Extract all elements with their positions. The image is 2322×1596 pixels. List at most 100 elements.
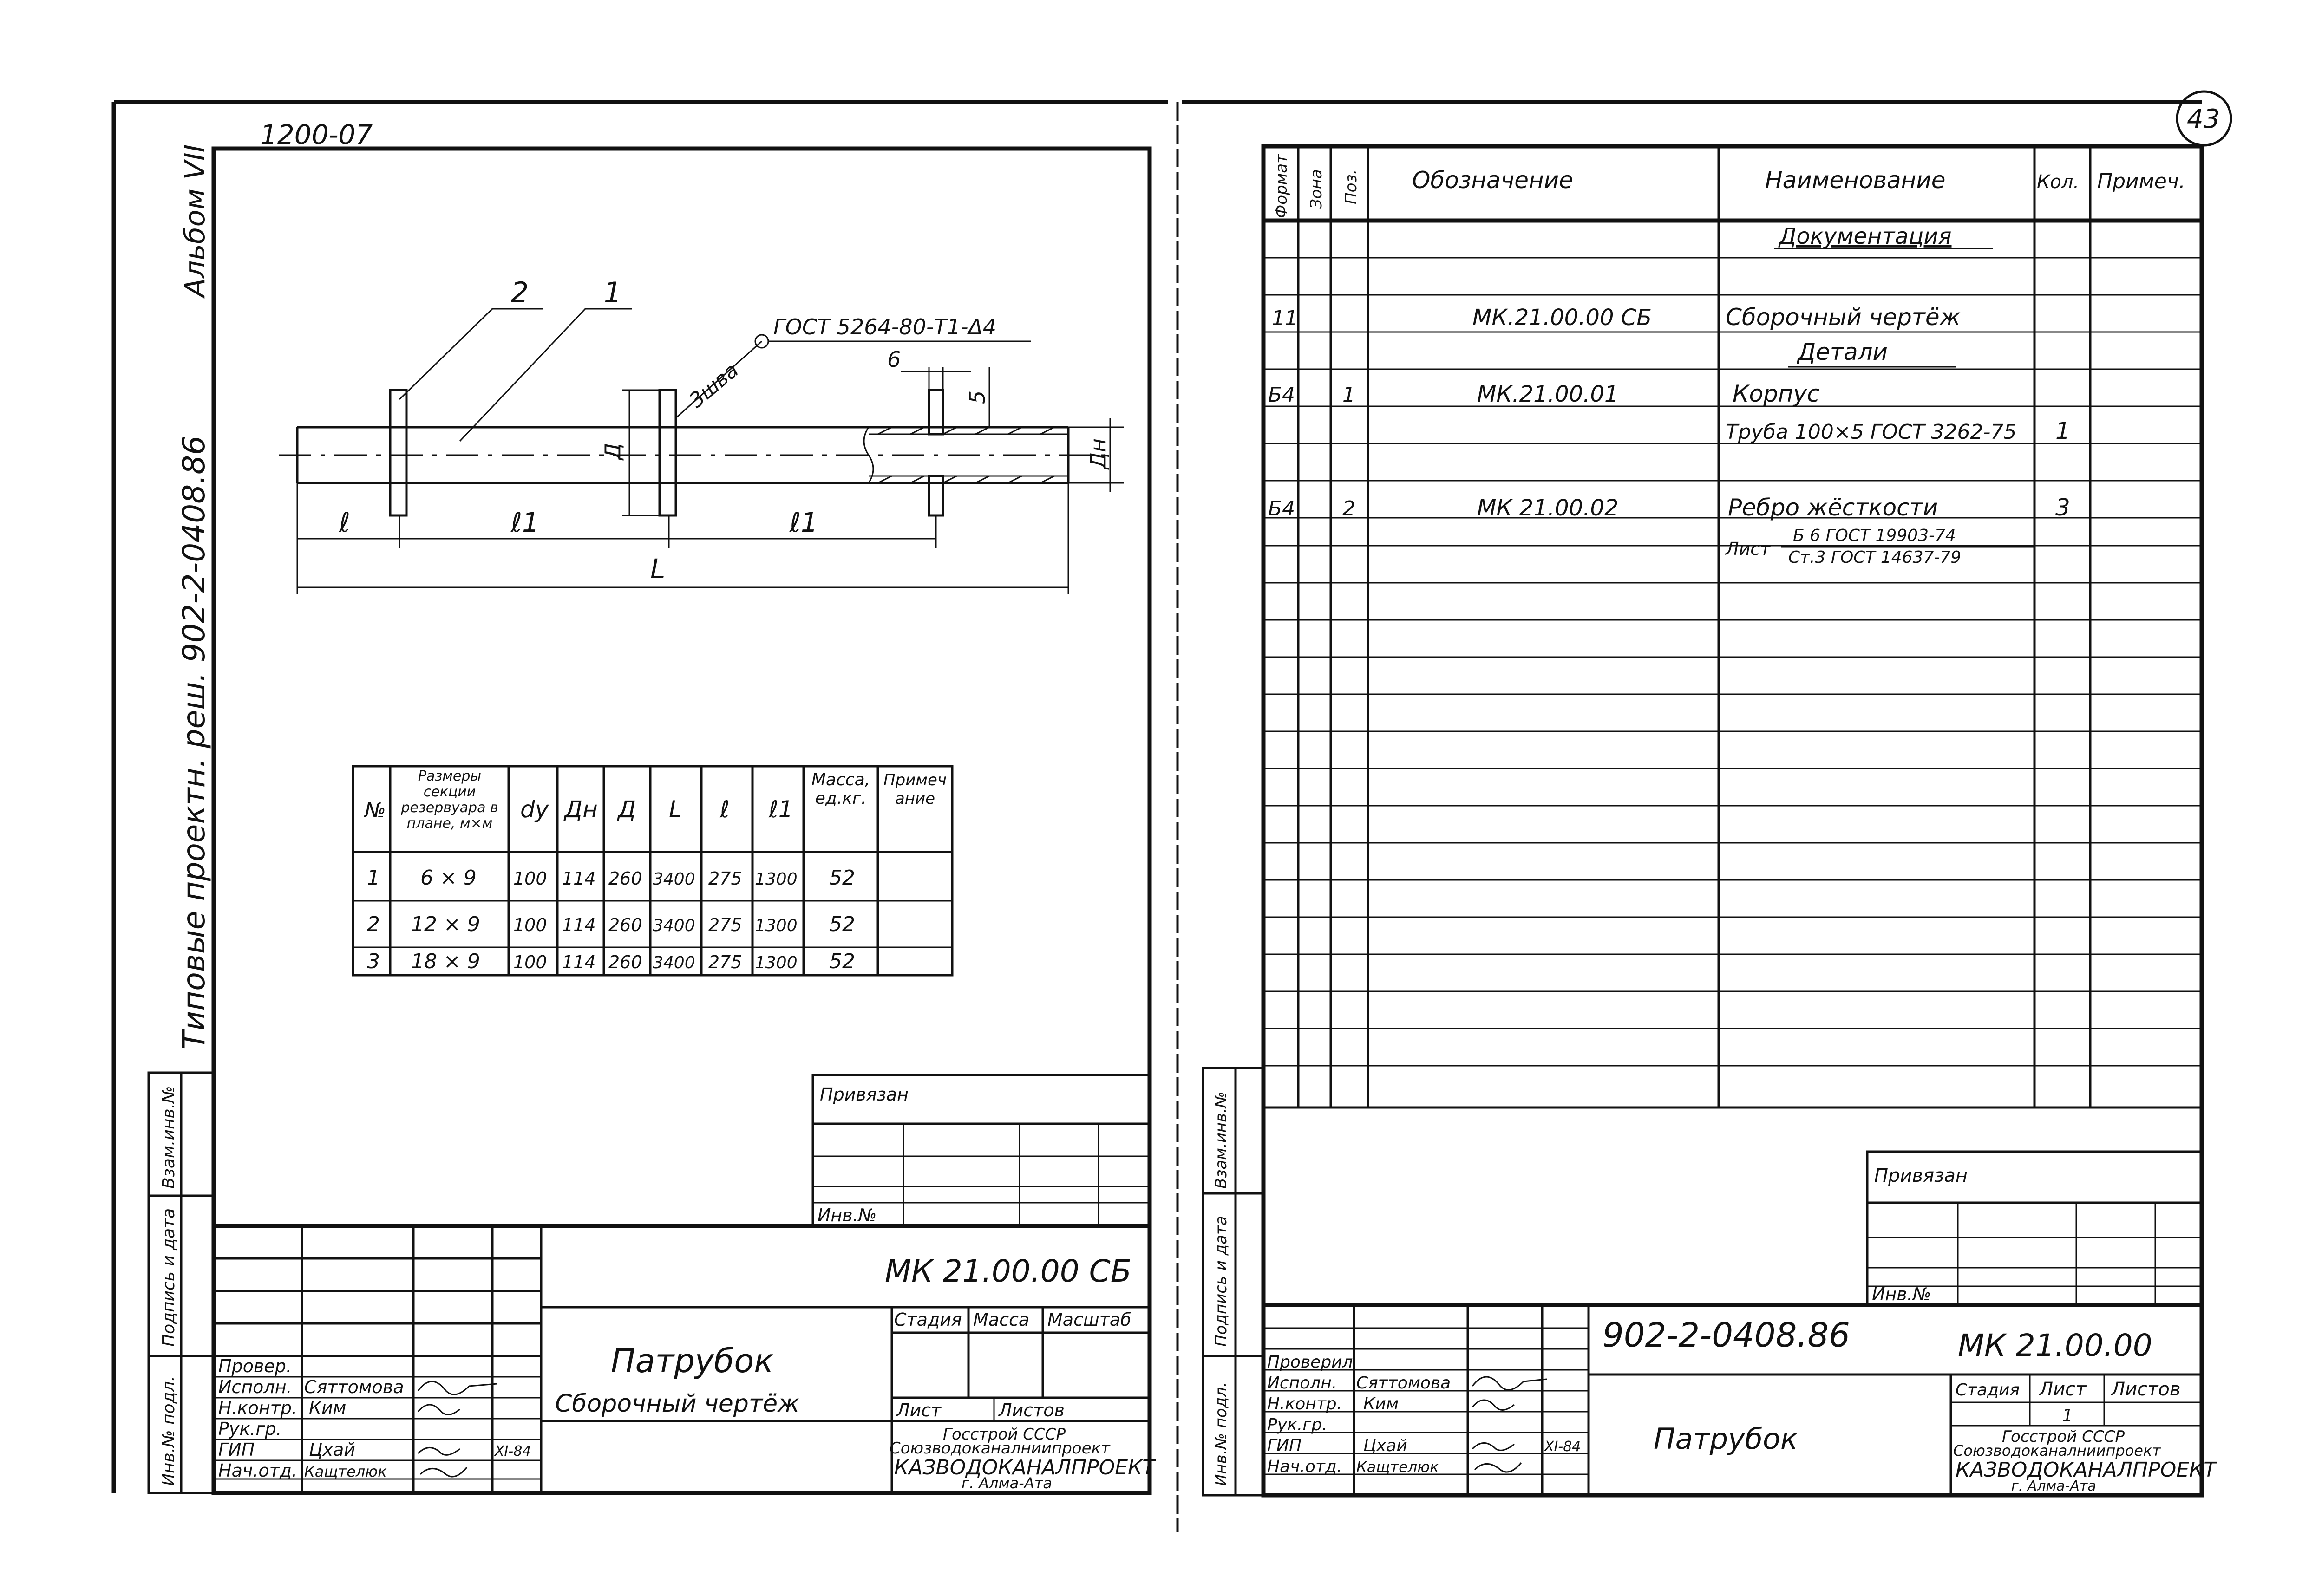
cell: 100 bbox=[513, 868, 547, 889]
doc-code: МК 21.00.00 bbox=[1958, 1328, 2152, 1363]
org-4: г. Алма-Ата bbox=[2011, 1478, 2096, 1494]
date: XI-84 bbox=[1544, 1439, 1581, 1455]
title-block-left: МК 21.00.00 СБ Патрубок Сборочный чертёж… bbox=[211, 1224, 1156, 1495]
spec-format: Б4 bbox=[1268, 497, 1295, 521]
signature-1 bbox=[417, 1381, 497, 1395]
cell: 260 bbox=[608, 952, 642, 972]
side-label-inv: Инв.№ подл. bbox=[159, 1376, 178, 1486]
role: Нач.отд. bbox=[218, 1460, 297, 1481]
org-3: КАЗВОДОКАНАЛПРОЕКТ bbox=[894, 1456, 1156, 1479]
role: Исполн. bbox=[1267, 1374, 1337, 1393]
dim-D: Д bbox=[600, 443, 625, 461]
dim-5: 5 bbox=[965, 391, 990, 404]
stage-label: Стадия bbox=[894, 1309, 962, 1330]
spec-name: Корпус bbox=[1733, 380, 1820, 407]
rib-plate-1 bbox=[389, 389, 408, 517]
callout-2: 2 bbox=[511, 276, 529, 309]
spec-name: Ребро жёсткости bbox=[1728, 494, 1938, 521]
th-name: Наименование bbox=[1765, 167, 1946, 194]
th-mass: Масса, ед.кг. bbox=[811, 771, 870, 808]
sheets-label: Листов bbox=[998, 1400, 1065, 1420]
cell: 260 bbox=[608, 868, 642, 889]
cell: 3400 bbox=[653, 953, 695, 972]
sheet-label: Лист bbox=[2038, 1379, 2087, 1400]
spec-section-doc: Документация bbox=[1778, 223, 1952, 249]
spec-section-parts: Детали bbox=[1797, 339, 1888, 365]
cell: 100 bbox=[513, 915, 547, 935]
spec-name: Труба 100×5 ГОСТ 3262-75 bbox=[1726, 420, 2016, 444]
th-no: № bbox=[363, 799, 386, 822]
signature-4 bbox=[1474, 1462, 1522, 1473]
left-sheet: 1200-07 Альбом VII Типовые проектн. реш.… bbox=[111, 100, 1168, 1495]
side-label-sign: Подпись и дата bbox=[1212, 1216, 1230, 1347]
side-label-inv: Инв.№ подл. bbox=[1212, 1382, 1230, 1486]
cell: 3400 bbox=[653, 870, 695, 889]
th-pos: Поз. bbox=[1342, 169, 1360, 204]
spec-format: 11 bbox=[1272, 306, 1298, 330]
name: Кащтелюк bbox=[1356, 1458, 1439, 1476]
part-name: Патрубок bbox=[1654, 1422, 1798, 1456]
dim-6: 6 bbox=[887, 347, 901, 372]
th-d: Д bbox=[617, 796, 636, 823]
side-label-replace: Взам.инв.№ bbox=[159, 1086, 178, 1189]
cell: 114 bbox=[562, 868, 596, 889]
th-zone: Зона bbox=[1307, 169, 1326, 209]
cell: 1300 bbox=[755, 870, 798, 889]
date: XI-84 bbox=[494, 1443, 531, 1459]
role: Н.контр. bbox=[1267, 1394, 1342, 1414]
dim-L: L bbox=[650, 553, 665, 585]
cell: 1300 bbox=[755, 916, 798, 935]
plate-spec-prefix: Лист bbox=[1725, 539, 1771, 559]
cell: 260 bbox=[608, 915, 642, 935]
page-number: 43 bbox=[2187, 104, 2220, 134]
dim-l1-b: ℓ1 bbox=[789, 507, 818, 538]
role: ГИП bbox=[218, 1440, 255, 1460]
org-1: Госстрой СССР bbox=[943, 1425, 1066, 1444]
mass-label: Масса bbox=[973, 1309, 1029, 1330]
signature-3 bbox=[1472, 1442, 1515, 1451]
name: Сяттомова bbox=[304, 1377, 404, 1397]
signature-2 bbox=[417, 1404, 460, 1415]
spec-qty: 1 bbox=[2055, 417, 2070, 444]
sheet-value: 1 bbox=[2062, 1406, 2073, 1425]
plate-spec-bottom: Ст.3 ГОСТ 14637-79 bbox=[1788, 548, 1961, 567]
cell: 275 bbox=[708, 868, 742, 889]
spec-designation: МК 21.00.02 bbox=[1477, 495, 1619, 521]
org-3: КАЗВОДОКАНАЛПРОЕКТ bbox=[1956, 1458, 2217, 1482]
right-side-stamp: Инв.№ подл. Подпись и дата Взам.инв.№ bbox=[1202, 1067, 1265, 1497]
title-block-right: 902-2-0408.86 МК 21.00.00 Патрубок Стади… bbox=[1261, 1303, 2217, 1498]
weld-label: 3шва bbox=[685, 358, 743, 412]
cell: 2 bbox=[367, 912, 380, 936]
cell: 1300 bbox=[755, 953, 798, 972]
sheet-code: 1200-07 bbox=[260, 119, 373, 150]
role: Нач.отд. bbox=[1267, 1457, 1342, 1476]
role: Рук.гр. bbox=[218, 1419, 282, 1439]
pipe-drawing: 2 1 3шва ГОСТ 5264-80-Т1-Δ4 6 5 Д bbox=[279, 276, 1124, 594]
signature-4 bbox=[419, 1467, 468, 1478]
spec-pos: 2 bbox=[1342, 497, 1355, 521]
th-size: Размеры секции резервуара в плане, м×м bbox=[401, 769, 498, 832]
name: Цхай bbox=[1363, 1436, 1407, 1455]
spec-designation: МК.21.00.01 bbox=[1477, 381, 1619, 407]
sheets-label: Листов bbox=[2110, 1379, 2180, 1400]
right-frame bbox=[1261, 144, 2204, 1498]
inv-label: Инв.№ bbox=[818, 1205, 876, 1225]
name: Кащтелюк bbox=[304, 1463, 387, 1480]
org-4: г. Алма-Ата bbox=[962, 1474, 1052, 1492]
callout-1: 1 bbox=[604, 276, 621, 309]
dim-l: ℓ bbox=[339, 507, 350, 538]
bound-block-left: Привязан Инв.№ bbox=[811, 1074, 1151, 1227]
weld-spec: ГОСТ 5264-80-Т1-Δ4 bbox=[773, 314, 996, 339]
th-note: Примеч. bbox=[2097, 169, 2185, 193]
scale-label: Масштаб bbox=[1047, 1309, 1132, 1330]
name: Сяттомова bbox=[1356, 1374, 1451, 1393]
role: ГИП bbox=[1267, 1436, 1302, 1455]
project-code: 902-2-0408.86 bbox=[1603, 1316, 1850, 1355]
cell: 12 × 9 bbox=[411, 912, 480, 936]
left-side-stamp: Инв.№ подл. Подпись и дата Взам.инв.№ bbox=[147, 1071, 215, 1494]
dim-l1-a: ℓ1 bbox=[510, 507, 539, 538]
org-2: Союзводоканалниипроект bbox=[1953, 1442, 2161, 1459]
dim-Dn: Дн bbox=[1086, 438, 1111, 470]
part-name: Патрубок bbox=[611, 1342, 773, 1380]
